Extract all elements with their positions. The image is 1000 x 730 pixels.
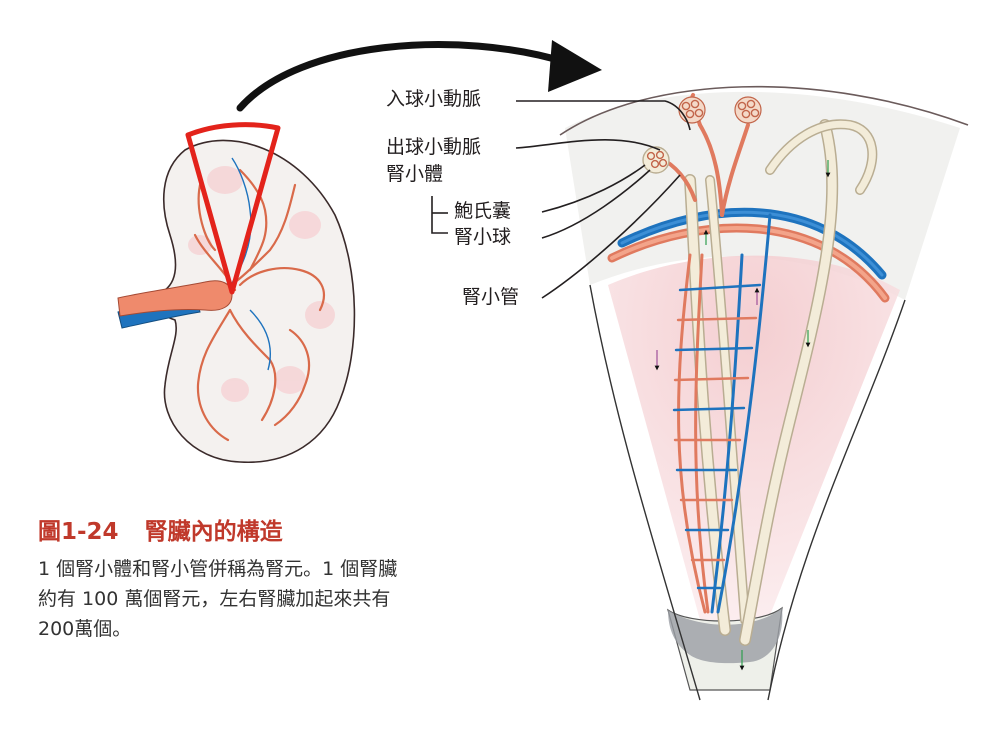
vasa-recta-rungs (672, 283, 762, 590)
glomeruli (642, 96, 762, 174)
label-afferent-arteriole: 入球小動脈 (386, 88, 482, 110)
caption-line: 200萬個。 (38, 618, 132, 640)
arcuate-vein-inner (620, 210, 884, 277)
figure-title: 圖1-24 腎臟內的構造 (38, 512, 283, 546)
label-renal-corpuscle: 腎小體 (386, 163, 444, 185)
flow-arrows (654, 160, 831, 671)
highlight-wedge (185, 122, 281, 295)
label-bowmans-capsule: 鮑氏囊 (454, 200, 512, 222)
figure-title-text: 腎臟內的構造 (144, 519, 283, 545)
kidney-illustration (117, 122, 356, 463)
zoom-arrow (236, 41, 569, 112)
renal-artery (117, 280, 233, 317)
zoom-arrow-head (548, 40, 602, 92)
figure-number: 圖1-24 (38, 519, 119, 545)
label-renal-tubule: 腎小管 (462, 286, 520, 308)
label-glomerulus: 腎小球 (454, 226, 512, 248)
nephron-illustration (559, 85, 969, 701)
caption-line: 約有 100 萬個腎元，左右腎臟加起來共有 (38, 588, 391, 610)
wedge-left-edge (589, 284, 701, 701)
capsule-line (559, 85, 969, 136)
tubules (684, 119, 878, 646)
leader-lines (431, 100, 691, 299)
caption-line: 1 個腎小體和腎小管併稱為腎元。1 個腎臟 (38, 558, 398, 580)
wedge-right-edge (767, 299, 906, 701)
arcuate-artery-inner (610, 226, 887, 300)
figure-caption: 1 個腎小體和腎小管併稱為腎元。1 個腎臟 約有 100 萬個腎元，左右腎臟加起… (38, 554, 538, 644)
label-efferent-arteriole: 出球小動脈 (386, 136, 482, 158)
